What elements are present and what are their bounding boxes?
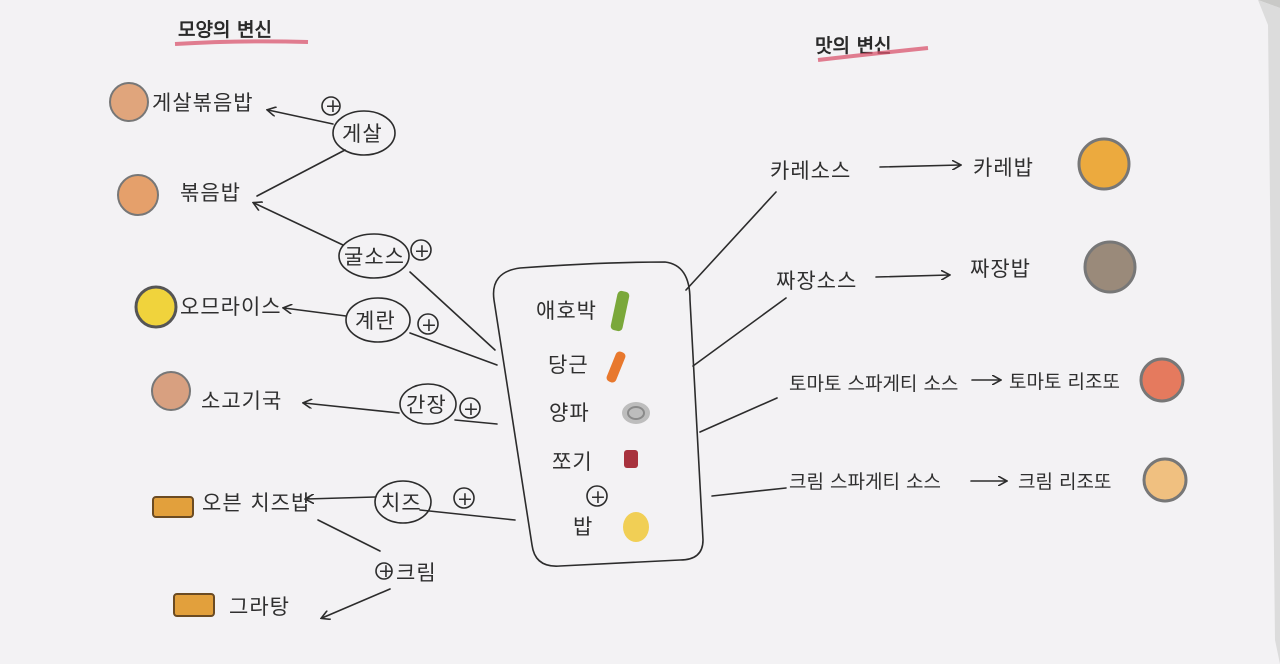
result-gratin: 그라탕 (174, 594, 290, 619)
result-beef-soup-label: 소고기국 (201, 389, 282, 413)
cream-risotto-dish-icon (1144, 459, 1186, 501)
result-oven-cheese-rice-label: 오븐 치즈밥 (202, 491, 311, 515)
result-crab-fried-rice-label: 게살볶음밥 (152, 91, 254, 115)
modifier-cream-label: 크림 (396, 561, 437, 585)
omurice-dish-icon (136, 287, 176, 327)
result-jjajang-rice-label: 짜장밥 (970, 257, 1031, 281)
beef-soup-dish-icon (152, 372, 190, 410)
curry-rice-dish-icon (1079, 139, 1129, 189)
modifier-egg-label: 계란 (355, 309, 396, 333)
ingredient-carrot-label: 당근 (548, 353, 589, 377)
modifier-cheese-plus: + (457, 488, 473, 510)
tomato-risotto-dish-icon (1141, 359, 1183, 401)
jjajang-rice-dish-icon (1085, 242, 1135, 292)
result-omurice-label: 오므라이스 (180, 295, 282, 319)
oven-cheese-rice-dish-icon (153, 497, 193, 517)
ingredient-meat-label: 쪼기 (552, 450, 593, 474)
sauce-curry-label: 카레소스 (770, 159, 851, 183)
result-curry-rice-label: 카레밥 (973, 156, 1034, 180)
ingredient-rice-label: 밥 (573, 515, 593, 539)
ingredient-onion-label: 양파 (549, 401, 590, 425)
modifier-soy-label: 간장 (406, 393, 447, 417)
left-title: 모양의 변신 (178, 19, 272, 41)
sauce-tomato-label: 토마토 스파게티 소스 (789, 373, 958, 395)
rice-swatch (623, 512, 649, 542)
ingredient-zucchini-label: 애호박 (536, 299, 597, 323)
result-tomato-risotto-label: 토마토 리조또 (1009, 371, 1120, 393)
modifier-cheese-label: 치즈 (381, 491, 422, 515)
modifier-crab-label: 게살 (342, 122, 383, 146)
modifier-crab-plus: + (325, 95, 341, 117)
meat-swatch (624, 450, 638, 468)
modifier-oyster-label: 굴소스 (344, 245, 405, 269)
crab-fried-rice-dish-icon (110, 83, 148, 121)
modifier-soy-plus: + (463, 398, 479, 420)
modifier-egg-plus: + (421, 314, 437, 336)
result-cream-risotto-label: 크림 리조또 (1018, 471, 1111, 493)
result-fried-rice-label: 볶음밥 (180, 181, 241, 205)
modifier-cream-plus: + (378, 560, 394, 582)
gratin-dish-icon (174, 594, 214, 616)
sauce-cream-label: 크림 스파게티 소스 (789, 471, 941, 493)
modifier-oyster-plus: + (414, 240, 430, 262)
sauce-jjajang-label: 짜장소스 (776, 269, 857, 293)
center-plus-sign: + (587, 486, 607, 508)
onion-swatch (622, 402, 650, 424)
result-gratin-label: 그라탕 (229, 595, 290, 619)
center-plus-text: + (590, 486, 606, 508)
fried-rice-dish-icon (118, 175, 158, 215)
